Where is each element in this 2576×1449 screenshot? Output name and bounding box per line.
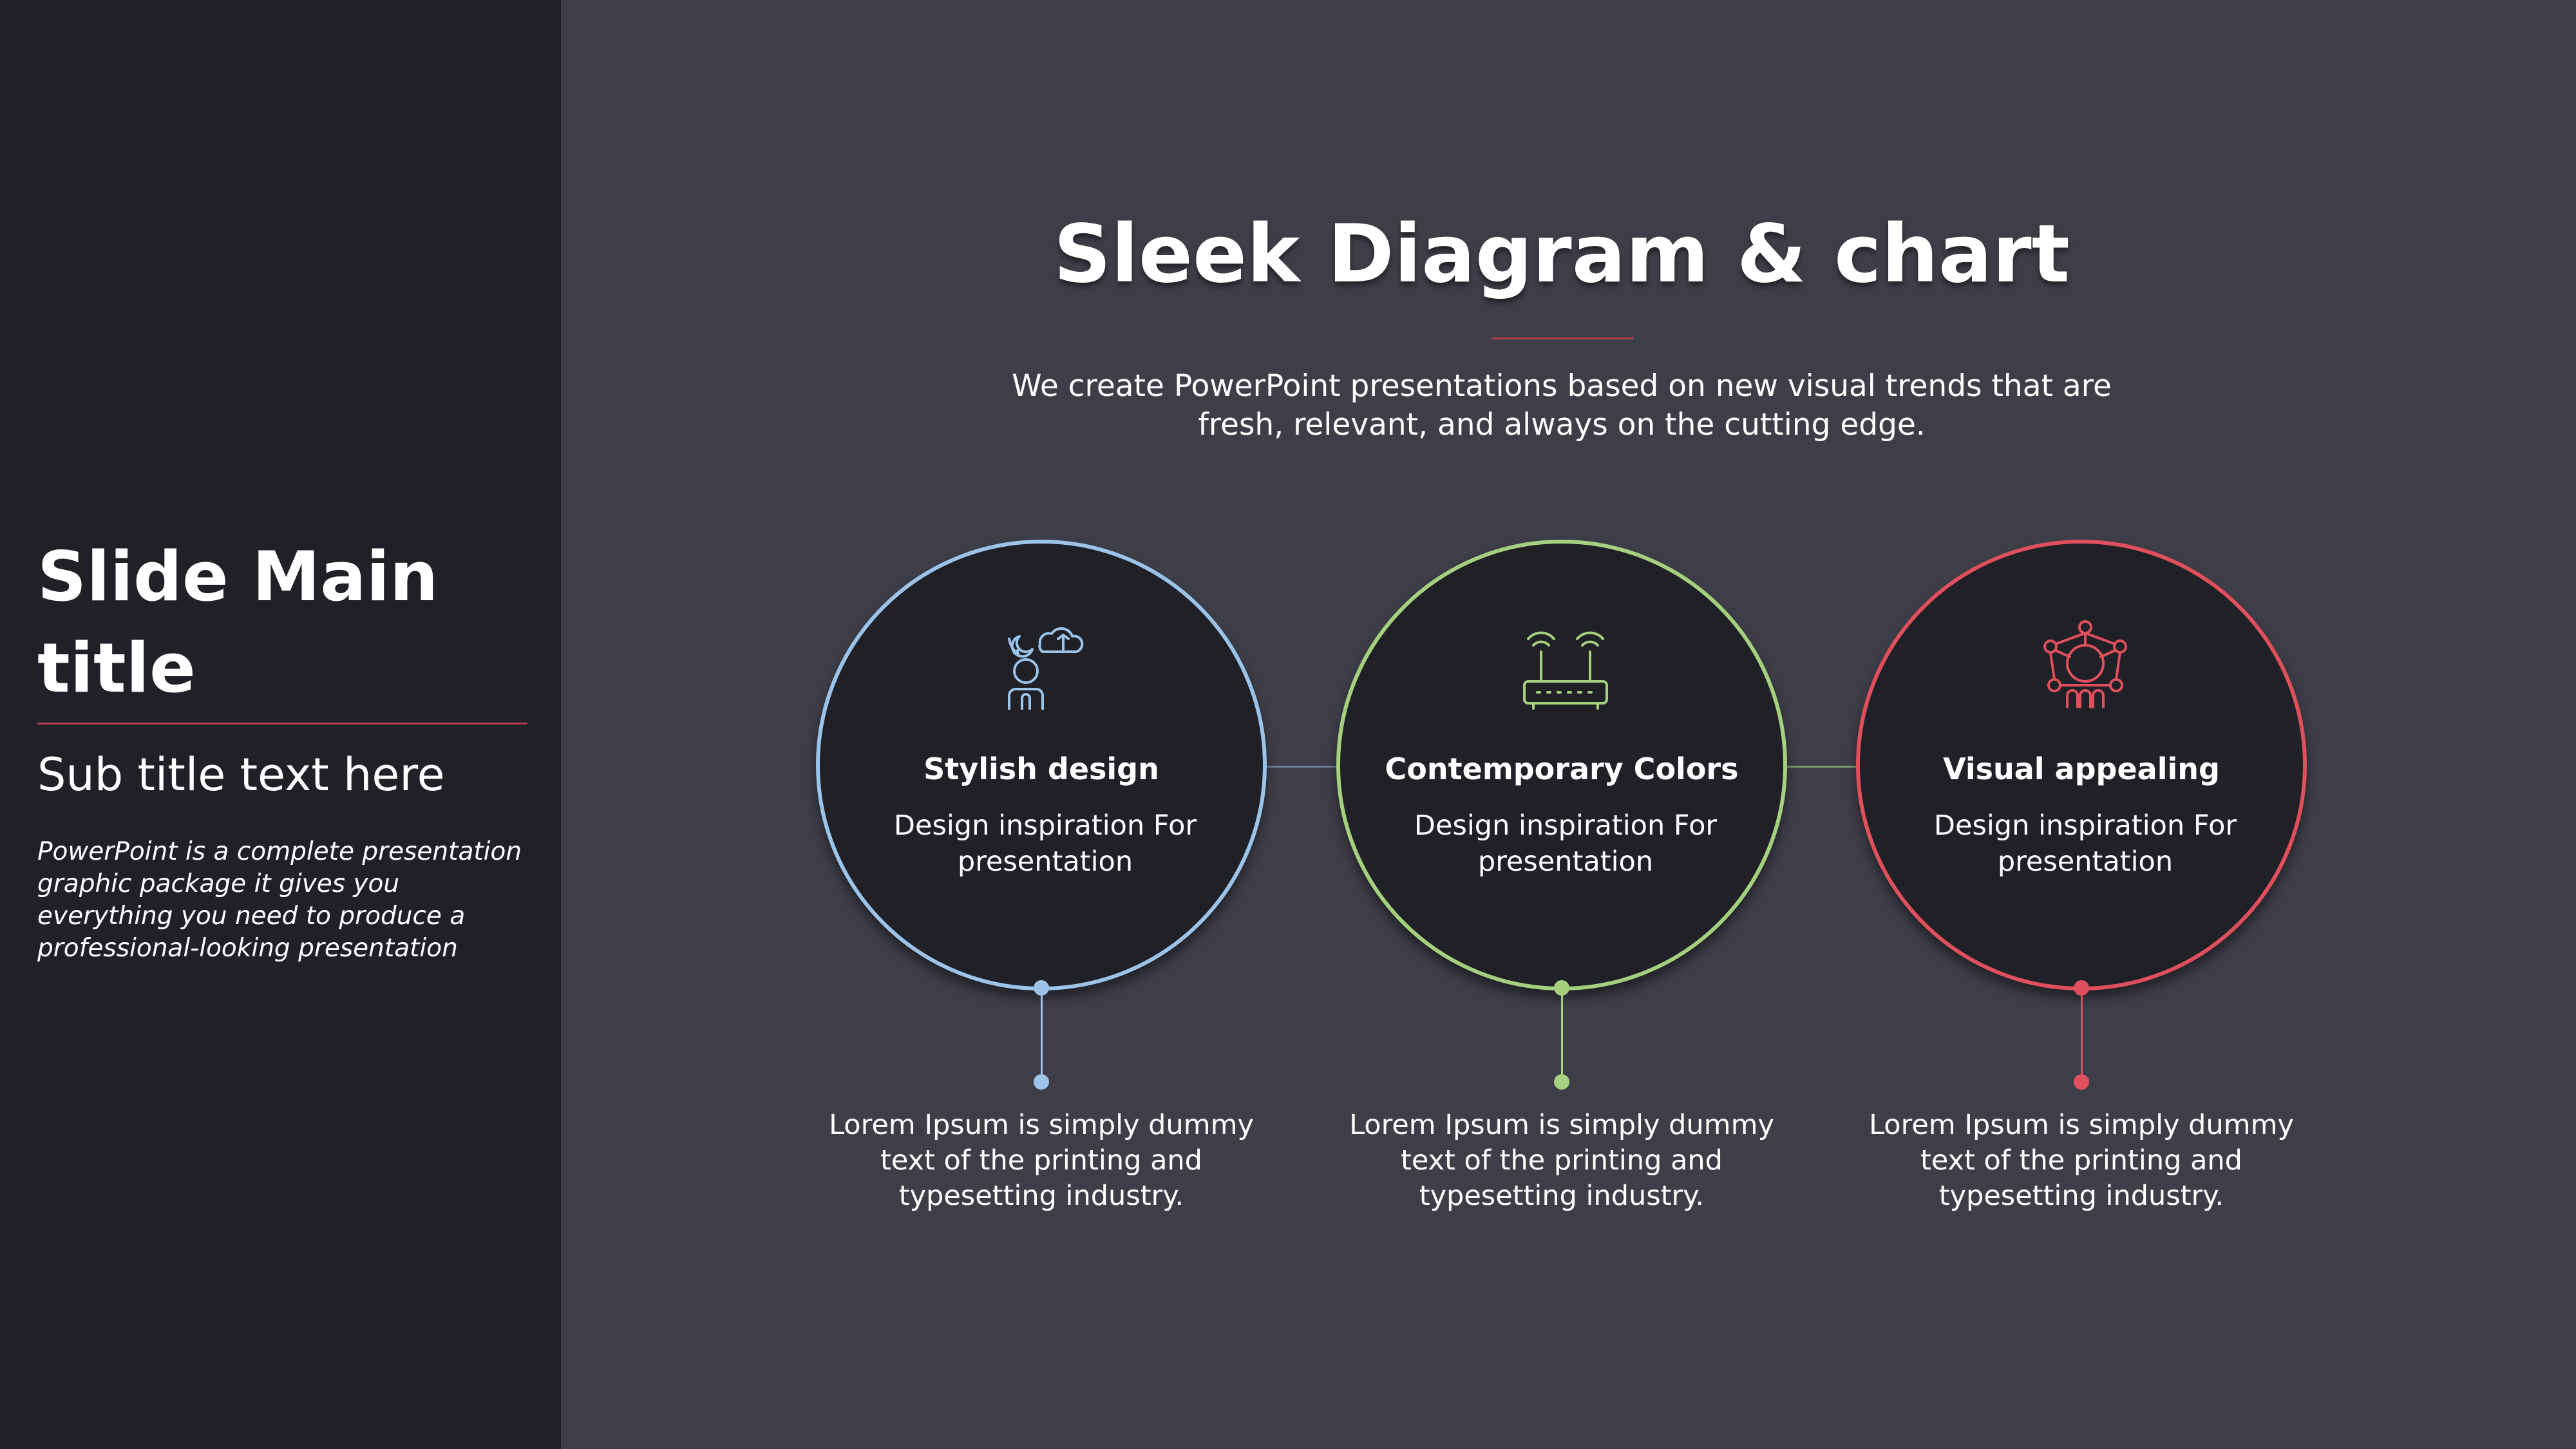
intro-text: We create PowerPoint presentations based…: [1012, 368, 2112, 442]
router-icon: [1523, 631, 1608, 710]
diagram-circle-2: Contemporary Colors Design inspiration F…: [1336, 540, 1787, 990]
item-caption-3: Lorem Ipsum is simply dummy text of the …: [1869, 1109, 2294, 1212]
bottom-dot-3: [2074, 1074, 2089, 1090]
person-thinking-icon: [1008, 627, 1084, 710]
connector-line-2: [1786, 766, 1857, 768]
heading-divider: [1492, 337, 1633, 339]
item-text: Design inspiration For presentation: [893, 810, 1197, 878]
item-caption-2: Lorem Ipsum is simply dummy text of the …: [1349, 1109, 1774, 1212]
connector-line-1: [1266, 766, 1337, 768]
stem-3: [2081, 988, 2083, 1082]
sidebar-description: PowerPoint is a complete presentation gr…: [37, 837, 522, 963]
item-title: Stylish design: [923, 752, 1159, 786]
stem-2: [1561, 988, 1563, 1082]
diagram-circle-3: Visual appealing Design inspiration For …: [1856, 540, 2307, 990]
stem-1: [1041, 988, 1043, 1082]
item-title: Contemporary Colors: [1385, 752, 1739, 786]
bottom-dot-1: [1034, 1074, 1049, 1090]
item-text: Design inspiration For presentation: [1933, 810, 2237, 878]
item-caption-1: Lorem Ipsum is simply dummy text of the …: [829, 1109, 1254, 1212]
diagram-circle-1: Stylish design Design inspiration For pr…: [816, 540, 1267, 990]
item-text: Design inspiration For presentation: [1414, 810, 1718, 878]
item-title: Visual appealing: [1943, 752, 2220, 786]
page-title: Sleek Diagram & chart: [1054, 208, 2070, 301]
bottom-dot-2: [1554, 1074, 1569, 1090]
sidebar: [0, 0, 561, 1449]
slide-main-title: Slide Main title: [37, 537, 439, 708]
network-icon: [2043, 620, 2127, 708]
sidebar-divider: [37, 723, 527, 724]
slide-subtitle: Sub title text here: [37, 748, 445, 801]
